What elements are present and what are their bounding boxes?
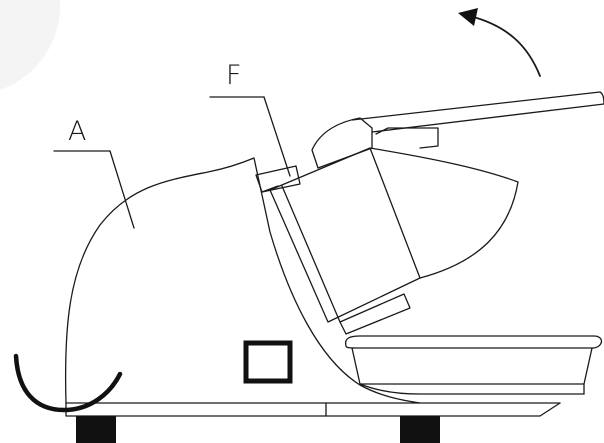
callout-a: A (53, 116, 135, 229)
rotation-arrow (458, 8, 541, 77)
collection-tray (344, 335, 603, 395)
corner-ornament (0, 0, 61, 90)
lever-arm[interactable] (351, 91, 604, 149)
lid-cap (311, 117, 373, 169)
handle-loop[interactable] (13, 353, 123, 413)
main-housing (64, 157, 421, 404)
label-f: F (226, 60, 242, 91)
label-a: A (68, 116, 86, 147)
hinge-assembly (255, 165, 301, 193)
arrowhead-icon (458, 8, 478, 26)
base-plate (65, 402, 561, 417)
power-switch[interactable] (243, 340, 293, 384)
motor-head (269, 147, 519, 335)
left-foot (76, 416, 116, 443)
right-foot (400, 416, 440, 443)
callout-f: F (209, 60, 291, 177)
